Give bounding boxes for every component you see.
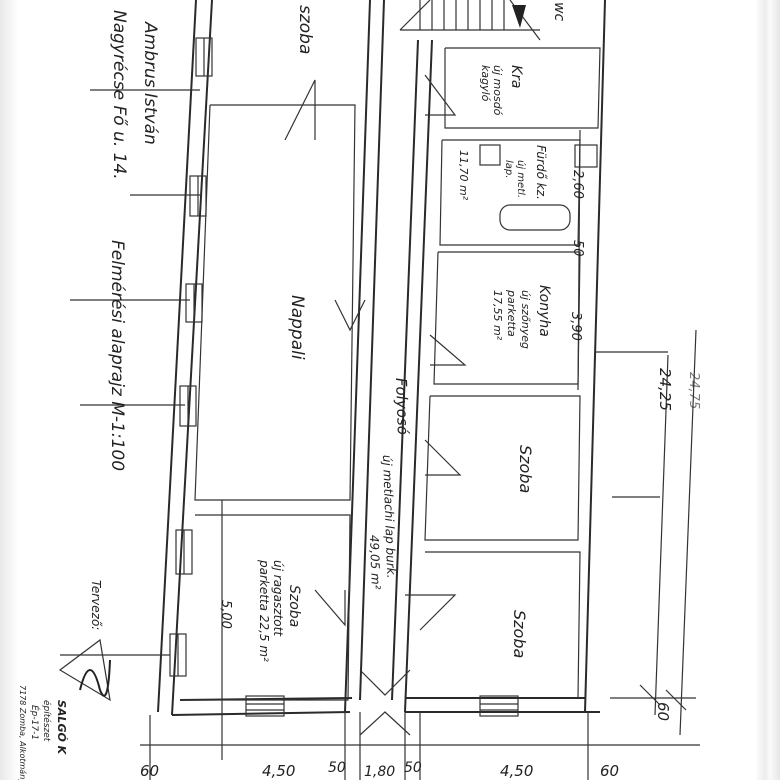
label-living-room: Nappali (287, 295, 307, 360)
stamp-line-4: 7178 Zomba, Alkotmány (18, 685, 27, 780)
label-kitchen: Konyha (536, 285, 552, 337)
scan-edge-left (0, 0, 18, 780)
label-room-bottom-right: Szoba (510, 610, 529, 658)
dimension-lines (60, 89, 700, 780)
label-bottom-left-room: Szoba (286, 585, 302, 627)
stamp-line-1: SALGÓ K (55, 700, 68, 756)
label-pantry-note-2: kagyló (479, 65, 492, 102)
owner-name: Ambrus István (140, 21, 160, 145)
label-kitchen-floor: új szőnyeg (519, 290, 532, 349)
label-bathroom: Fürdő kz. (534, 145, 548, 200)
stamp-line-2: építészet (41, 700, 52, 742)
title-block: Ambrus István Nagyrécse Fő u. 14. Felmér… (18, 10, 160, 780)
designer-stamp: SALGÓ K építészet Ép-17-1 7178 Zomba, Al… (18, 638, 111, 780)
dim-bottom-6: 4,50 (500, 762, 533, 780)
dim-bottom-2: 4,50 (262, 762, 295, 780)
dim-right-end: 60 (654, 702, 672, 721)
windows (169, 37, 519, 717)
dim-bathroom: 2,60 (570, 170, 585, 199)
dim-kitchen: 3,90 (568, 312, 583, 341)
drawing-title: Felmérési alaprajz M-1:100 (107, 240, 127, 471)
dim-bottom-3: 50 (328, 760, 346, 776)
stamp-line-3: Ép-17-1 (29, 705, 41, 740)
dim-overall-inner: 24,25 (656, 368, 674, 411)
label-corridor-area: 49,05 m² (367, 535, 383, 590)
label-bathroom-area: 11,70 m² (457, 150, 470, 201)
label-pantry: Kra (508, 65, 524, 89)
dim-wall: 50 (570, 240, 585, 257)
staircase (399, 0, 541, 41)
label-pantry-note-1: új mosdó (491, 65, 504, 116)
label-room-mid-right: Szoba (516, 445, 535, 493)
label-wc: wc (551, 2, 567, 21)
dim-bottom-5: 50 (404, 760, 422, 776)
dim-bottom-1: 60 (140, 762, 159, 780)
dim-left-room: 5,00 (218, 600, 233, 629)
address: Nagyrécse Fő u. 14. (109, 10, 129, 180)
label-top-left-room: szoba (295, 5, 315, 54)
dim-bottom-4: 1,80 (364, 764, 395, 780)
doors (284, 74, 598, 736)
label-corridor-floor: új metlachi lap burk. (380, 455, 398, 579)
dimension-labels: 60 4,50 50 1,80 50 4,50 60 2,60 50 3,90 … (140, 170, 701, 780)
label-kitchen-area: 17,55 m² (491, 290, 504, 341)
room-labels: szoba Nappali Szoba új ragasztott parket… (257, 2, 567, 662)
dim-bottom-7: 60 (600, 762, 619, 780)
label-bottom-left-floor: új ragasztott (271, 560, 285, 637)
label-corridor: Folyosó (392, 378, 412, 436)
walls (157, 0, 606, 716)
scan-edge-right (755, 0, 780, 780)
label-bathroom-floor-2: lap. (503, 160, 514, 178)
label-bottom-left-area: parketta 22,5 m² (257, 559, 271, 662)
designer-label: Tervező: (89, 580, 103, 630)
dim-overall-outer: 24,75 (686, 372, 701, 409)
label-kitchen-floor-2: parketta (505, 289, 518, 337)
label-bathroom-floor: új metl. (515, 160, 527, 198)
